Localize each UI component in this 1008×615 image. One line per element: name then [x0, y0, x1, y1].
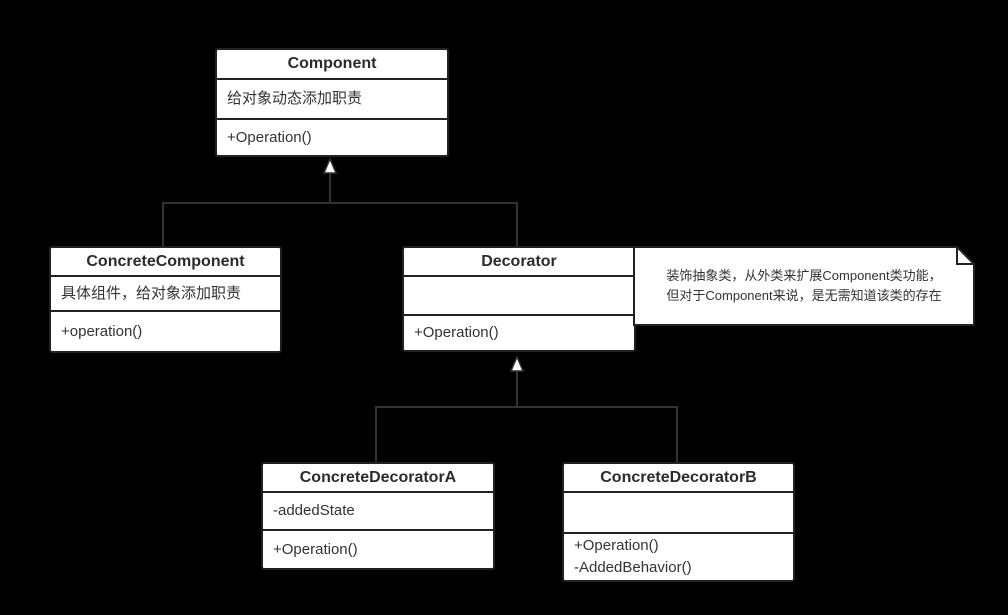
- class-attributes: -addedState: [263, 491, 493, 529]
- method-text: -AddedBehavior(): [574, 559, 692, 576]
- class-methods: +operation(): [51, 310, 280, 351]
- hollow-triangle-arrowhead: [323, 158, 337, 174]
- class-attributes: 具体组件，给对象添加职责: [51, 275, 280, 310]
- attribute-text: 具体组件，给对象添加职责: [61, 284, 242, 302]
- method-text: +Operation(): [273, 540, 358, 558]
- inheritance-line: [162, 202, 164, 246]
- class-decorator[interactable]: Decorator +Operation(): [402, 246, 636, 352]
- inheritance-line: [676, 406, 678, 462]
- class-methods: +Operation(): [217, 118, 447, 155]
- note-text: 装饰抽象类，从外类来扩展Component类功能， 但对于Component来说…: [633, 246, 975, 326]
- class-methods: +Operation(): [263, 529, 493, 568]
- attribute-text: 给对象动态添加职责: [227, 90, 363, 107]
- class-title: ConcreteDecoratorB: [600, 468, 757, 486]
- class-title: ConcreteComponent: [86, 252, 245, 270]
- uml-note[interactable]: 装饰抽象类，从外类来扩展Component类功能， 但对于Component来说…: [633, 246, 975, 326]
- class-title: ConcreteDecoratorA: [299, 468, 457, 486]
- class-component[interactable]: Component 给对象动态添加职责 +Operation(): [215, 48, 449, 157]
- class-concrete-decorator-b[interactable]: ConcreteDecoratorB +Operation() -AddedBe…: [562, 462, 795, 582]
- class-attributes: 给对象动态添加职责: [217, 78, 447, 118]
- inheritance-line: [516, 371, 518, 407]
- hollow-triangle-arrowhead: [510, 356, 524, 372]
- method-text: +operation(): [61, 322, 143, 340]
- class-methods: +Operation(): [404, 314, 634, 350]
- class-title: Component: [287, 55, 377, 72]
- note-line: 装饰抽象类，从外类来扩展Component类功能，: [666, 268, 942, 283]
- note-shape: [633, 246, 975, 326]
- class-attributes-empty: [404, 275, 634, 314]
- inheritance-line: [162, 202, 518, 204]
- inheritance-line: [375, 406, 678, 408]
- inheritance-line: [375, 406, 377, 462]
- inheritance-line: [329, 173, 331, 203]
- class-concrete-component[interactable]: ConcreteComponent 具体组件，给对象添加职责 +operatio…: [49, 246, 282, 353]
- attribute-text: -addedState: [273, 502, 355, 519]
- method-text: +Operation(): [227, 128, 312, 146]
- note-folded-corner-icon: [956, 246, 975, 265]
- class-concrete-decorator-a[interactable]: ConcreteDecoratorA -addedState +Operatio…: [261, 462, 495, 570]
- class-attributes-empty: [564, 491, 793, 532]
- method-text: +Operation(): [414, 324, 499, 341]
- method-text: +Operation(): [574, 537, 659, 554]
- inheritance-line: [516, 202, 518, 246]
- class-title: Decorator: [481, 252, 557, 270]
- class-methods: +Operation() -AddedBehavior(): [564, 532, 793, 580]
- note-line: 但对于Component来说，是无需知道该类的存在: [666, 288, 942, 303]
